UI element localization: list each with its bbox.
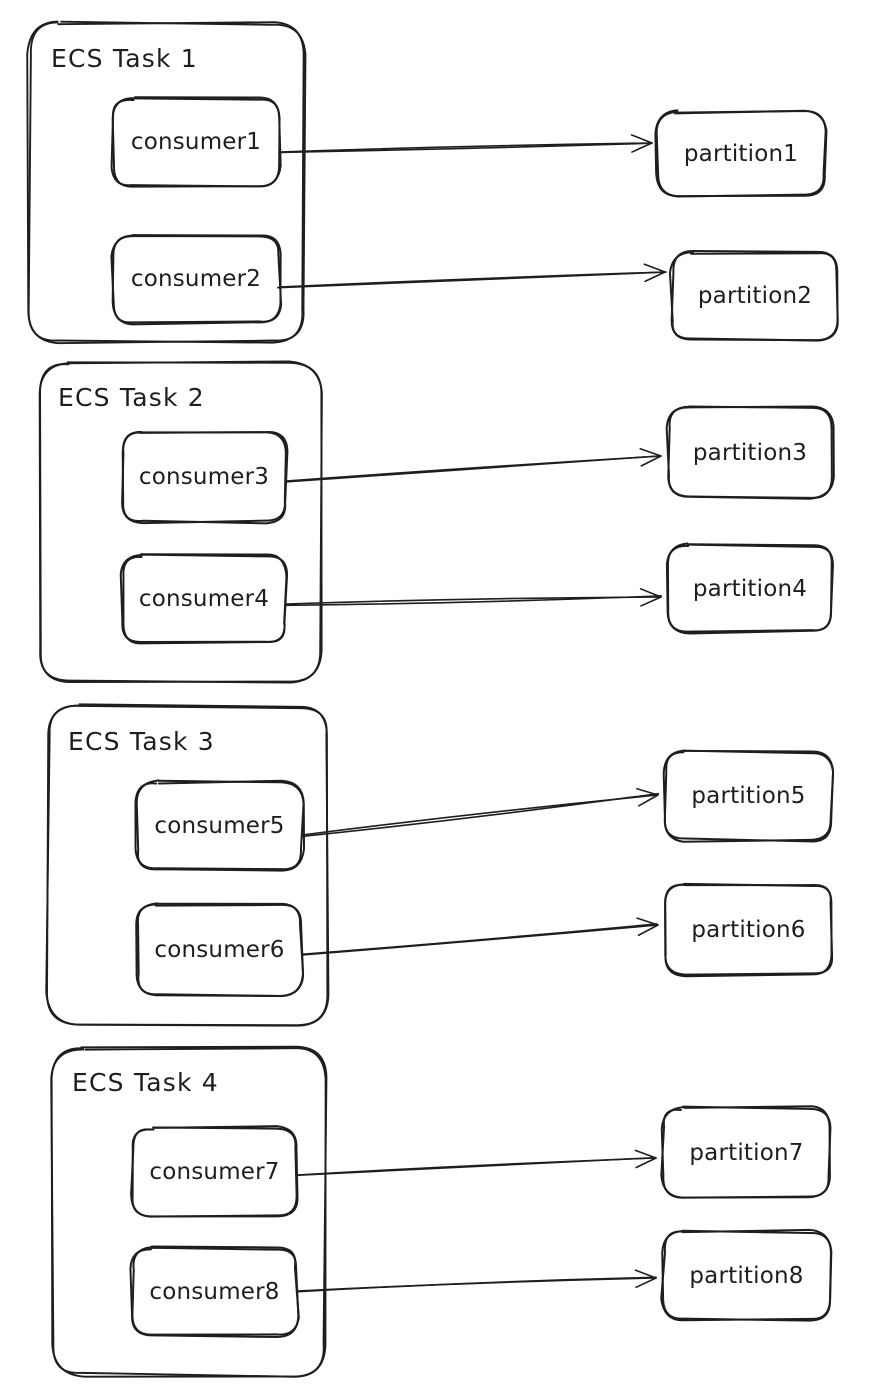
- edge-consumer8-partition8[interactable]: [296, 1269, 657, 1293]
- consumer5-box-outline-a: [134, 779, 305, 871]
- partition6-box-outline-a: [664, 883, 834, 976]
- partition8-box[interactable]: [660, 1228, 833, 1322]
- edge-consumer1-partition1-line-a: [278, 142, 653, 153]
- edge-consumer7-partition7[interactable]: [295, 1149, 657, 1177]
- partition7-box-outline-b: [660, 1105, 831, 1199]
- ecs-task-2-container-outline-b: [38, 361, 323, 684]
- consumer1-box-outline-a: [111, 97, 282, 188]
- edge-consumer5-partition5-arrowhead: [636, 787, 659, 807]
- edge-consumer6-partition6[interactable]: [300, 917, 659, 956]
- partition1-box-outline-a: [655, 109, 827, 198]
- consumer3-box-outline-a: [121, 430, 287, 525]
- consumer4-box-outline-a: [119, 553, 289, 643]
- ecs-task-3-container[interactable]: [45, 703, 330, 1027]
- edge-consumer5-partition5-line-b: [302, 792, 660, 838]
- edge-consumer4-partition4[interactable]: [284, 588, 662, 607]
- ecs-task-3-container-outline-b: [45, 704, 330, 1027]
- edge-consumer2-partition2-line-b: [277, 271, 667, 289]
- partition5-box[interactable]: [662, 749, 835, 843]
- ecs-task-2-label: ECS Task 2: [58, 383, 205, 412]
- consumer4-box[interactable]: [119, 553, 289, 645]
- edge-consumer5-partition5[interactable]: [301, 787, 660, 838]
- partition3-box-outline-b: [665, 405, 835, 500]
- ecs-task-3-label: ECS Task 3: [68, 727, 215, 756]
- edge-consumer7-partition7-line-b: [295, 1156, 657, 1177]
- consumer3-box[interactable]: [121, 430, 289, 525]
- partition6-box[interactable]: [664, 882, 834, 978]
- consumer1-box[interactable]: [110, 96, 282, 188]
- edge-consumer8-partition8-line-b: [297, 1276, 657, 1293]
- edge-consumer4-partition4-arrowhead: [639, 588, 662, 607]
- partition2-box-outline-a: [670, 249, 839, 342]
- ecs-task-4-container[interactable]: [50, 1045, 328, 1378]
- edge-consumer2-partition2-arrowhead: [643, 263, 666, 283]
- partition4-box[interactable]: [665, 542, 834, 635]
- partition2-box-outline-b: [668, 251, 839, 342]
- consumer2-box-outline-b: [110, 234, 283, 324]
- edge-consumer7-partition7-arrowhead: [634, 1149, 657, 1169]
- consumer7-box[interactable]: [130, 1125, 299, 1218]
- ecs-task-1-container[interactable]: [26, 20, 307, 345]
- consumer2-box[interactable]: [110, 234, 283, 326]
- edge-consumer1-partition1-line-b: [278, 142, 653, 154]
- ecs-task-1-container-outline-b: [26, 20, 307, 345]
- partition4-box-outline-b: [666, 542, 834, 633]
- ecs-task-1-label: ECS Task 1: [51, 44, 198, 73]
- ecs-task-4-container-outline-b: [50, 1047, 327, 1378]
- edge-consumer2-partition2[interactable]: [277, 263, 667, 289]
- ecs-task-2-container[interactable]: [38, 360, 323, 684]
- partition3-box[interactable]: [665, 405, 835, 500]
- consumer8-box-outline-a: [129, 1246, 300, 1338]
- consumer5-box[interactable]: [134, 779, 306, 872]
- partition6-box-outline-b: [664, 882, 833, 978]
- partition7-box-outline-a: [660, 1105, 832, 1199]
- edge-consumer3-partition3[interactable]: [285, 448, 662, 483]
- partition8-box-outline-b: [660, 1228, 833, 1322]
- edge-consumer8-partition8-arrowhead: [634, 1269, 657, 1289]
- consumer6-box-outline-a: [135, 903, 305, 998]
- edge-consumer1-partition1[interactable]: [278, 134, 653, 154]
- partition5-box-outline-b: [663, 749, 835, 843]
- edge-consumer1-partition1-arrowhead: [630, 134, 653, 153]
- consumer8-box-outline-b: [131, 1245, 300, 1336]
- consumer6-box-outline-b: [136, 902, 305, 997]
- edge-consumer3-partition3-arrowhead: [639, 448, 662, 467]
- edge-consumer6-partition6-line-b: [300, 923, 658, 956]
- edge-consumer6-partition6-arrowhead: [636, 917, 659, 937]
- partition8-box-outline-a: [661, 1229, 832, 1322]
- consumer8-box[interactable]: [129, 1245, 300, 1338]
- partition7-box[interactable]: [660, 1105, 832, 1199]
- partition4-box-outline-a: [665, 543, 833, 635]
- consumer7-box-outline-a: [131, 1126, 298, 1218]
- partition3-box-outline-a: [667, 405, 833, 499]
- consumer6-box[interactable]: [135, 902, 305, 998]
- partition1-box[interactable]: [654, 109, 828, 198]
- partition2-box[interactable]: [668, 249, 839, 342]
- consumer7-box-outline-b: [130, 1125, 299, 1218]
- consumer2-box-outline-a: [111, 234, 282, 326]
- edge-consumer4-partition4-line-b: [284, 595, 662, 607]
- edge-consumer3-partition3-line-b: [285, 455, 662, 483]
- consumer5-box-outline-b: [135, 779, 306, 872]
- ecs-task-4-label: ECS Task 4: [72, 1068, 219, 1097]
- consumer4-box-outline-b: [122, 553, 288, 645]
- partition1-box-outline-b: [654, 109, 828, 198]
- partition5-box-outline-a: [662, 749, 835, 843]
- consumer1-box-outline-b: [110, 96, 281, 188]
- consumer3-box-outline-b: [121, 431, 289, 525]
